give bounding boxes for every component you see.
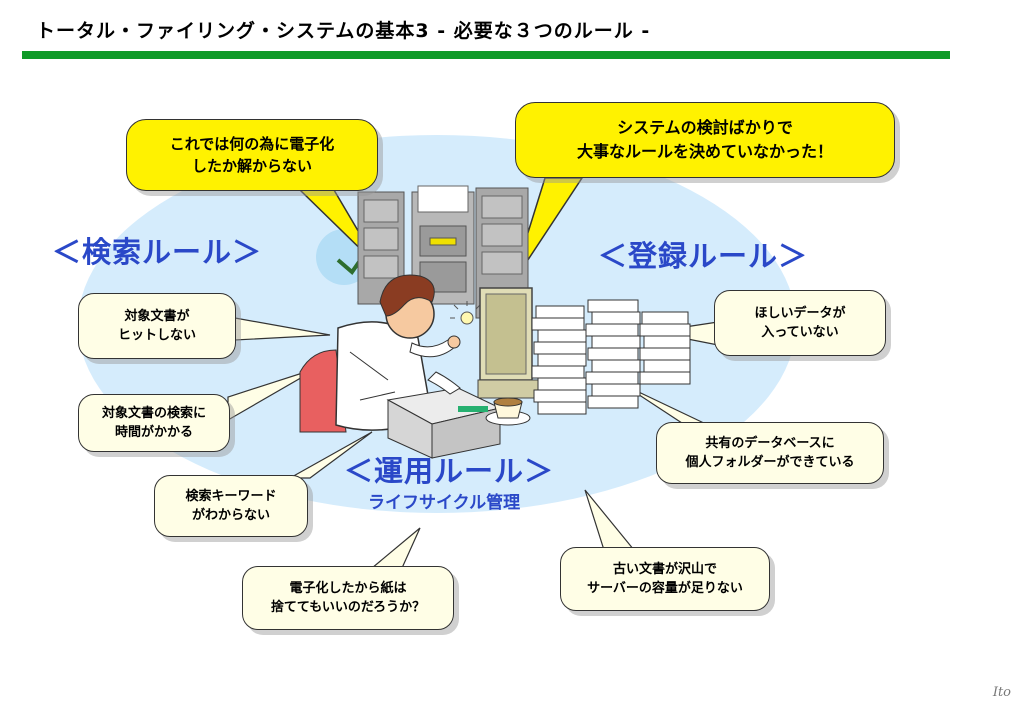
issue-bubble-keyword: 検索キーワード がわからない — [154, 475, 308, 537]
registration-rule-label: ＜登録ルール＞ — [598, 239, 809, 273]
issue-personal-folders-line2: 個人フォルダーができている — [685, 455, 855, 470]
tail-no-hit — [234, 317, 331, 341]
issue-bubble-search-time: 対象文書の検索に 時間がかかる — [78, 394, 230, 452]
issue-bubble-paper: 電子化したから紙は 捨ててもいいのだろうか？ — [242, 566, 454, 630]
issue-keyword-line2: がわからない — [191, 508, 270, 523]
tail-paper — [370, 527, 421, 569]
speech-bubble-right: システムの検討ばかりで 大事なルールを決めていなかった！ — [515, 102, 895, 178]
issue-search-time-line1: 対象文書の検索に — [101, 405, 206, 421]
speech-right-line2: 大事なルールを決めていなかった！ — [576, 142, 833, 161]
issue-bubble-data-missing: ほしいデータが 入っていない — [714, 290, 886, 356]
issue-old-docs-line1: 古い文書が沢山で — [612, 561, 717, 577]
computer-monitor-icon — [477, 287, 539, 399]
speech-bubble-left: これでは何の為に電子化 したか解からない — [126, 119, 378, 191]
printer-icon — [386, 371, 502, 459]
issue-search-time-line2: 時間がかかる — [114, 425, 193, 440]
coffee-cup-icon — [485, 397, 531, 426]
issue-bubble-old-docs: 古い文書が沢山で サーバーの容量が足りない — [560, 547, 770, 611]
issue-data-missing-line1: ほしいデータが — [754, 305, 846, 321]
paper-stack-icon — [531, 299, 691, 415]
speech-left-line2: したか解からない — [191, 157, 312, 175]
issue-data-missing-line2: 入っていない — [761, 325, 839, 340]
speech-left-line1: これでは何の為に電子化 — [169, 134, 335, 153]
title-rule — [22, 51, 950, 59]
page-title: トータル・ファイリング・システムの基本3 - 必要な３つのルール - — [36, 20, 651, 42]
issue-paper-line1: 電子化したから紙は — [289, 580, 407, 596]
issue-no-hit-line1: 対象文書が — [124, 308, 190, 324]
search-rule-label: ＜検索ルール＞ — [52, 235, 263, 269]
issue-bubble-personal-folders: 共有のデータベースに 個人フォルダーができている — [656, 422, 884, 484]
speech-right-line1: システムの検討ばかりで — [617, 118, 793, 137]
tail-old-docs — [584, 489, 636, 551]
operation-rule-label: ＜運用ルール＞ — [344, 454, 555, 488]
issue-personal-folders-line1: 共有のデータベースに — [705, 435, 835, 451]
issue-keyword-line1: 検索キーワード — [185, 488, 277, 504]
issue-paper-line2: 捨ててもいいのだろうか？ — [270, 600, 426, 615]
issue-bubble-no-hit: 対象文書が ヒットしない — [78, 293, 236, 359]
issue-old-docs-line2: サーバーの容量が足りない — [587, 581, 743, 596]
footer-logo-mark: Ito — [992, 685, 1011, 700]
issue-no-hit-line2: ヒットしない — [117, 328, 196, 343]
operation-rule-sublabel: ライフサイクル管理 — [368, 493, 521, 513]
